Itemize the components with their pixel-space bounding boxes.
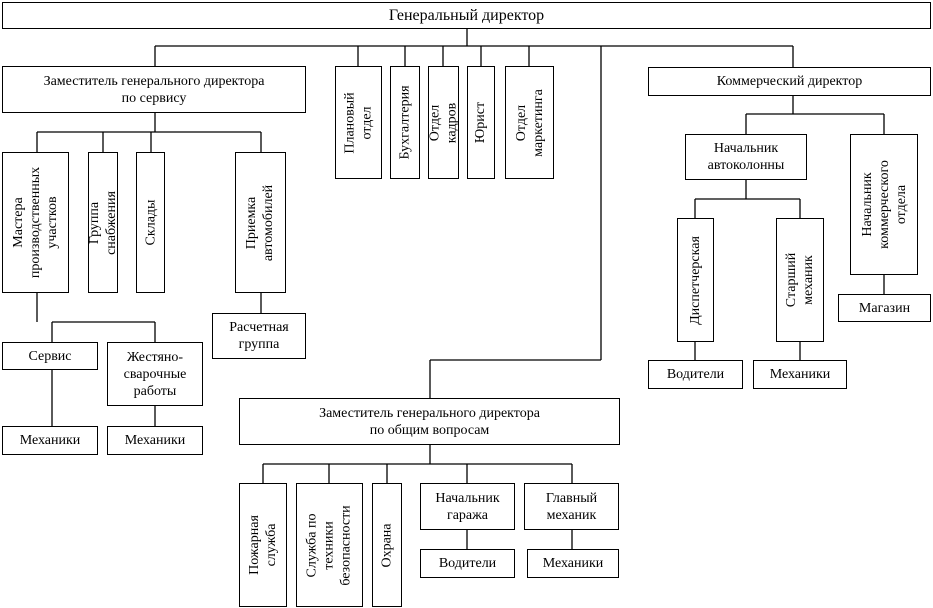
label-planning: Плановый отдел	[342, 91, 375, 154]
label-safety-service: Служба по техники безопасности	[305, 504, 355, 586]
label-drivers-garage: Водители	[438, 556, 497, 571]
box-head-commercial: Начальник коммерческого отдела	[850, 134, 918, 275]
box-planning: Плановый отдел	[335, 66, 382, 179]
label-chief-mechanic: Главный механик	[545, 490, 598, 523]
box-supply: Группа снабжения	[87, 152, 119, 293]
label-mechanics-service: Механики	[19, 433, 81, 448]
box-chief-mechanic: Главный механик	[524, 483, 619, 530]
box-deputy-general: Заместитель генерального директора по об…	[239, 398, 620, 445]
label-marketing: Отдел маркетинга	[513, 88, 546, 157]
label-head-garage: Начальник гаража	[435, 490, 500, 523]
box-store: Магазин	[838, 294, 931, 322]
box-service: Сервис	[2, 342, 98, 370]
label-settlement-group: Расчетная группа	[229, 320, 289, 352]
box-hr: Отдел кадров	[427, 66, 460, 179]
box-settlement-group: Расчетная группа	[212, 313, 306, 359]
box-ceo: Генеральный директор	[2, 2, 931, 29]
box-commercial-director: Коммерческий директор	[648, 67, 931, 96]
label-car-reception: Приемка автомобилей	[244, 184, 277, 261]
box-safety-service: Служба по техники безопасности	[296, 483, 363, 607]
box-marketing: Отдел маркетинга	[505, 66, 554, 179]
label-mechanics-convoy: Механики	[769, 367, 831, 382]
label-mechanics-chief: Механики	[542, 556, 604, 571]
box-mechanics-convoy: Механики	[753, 360, 847, 389]
label-deputy-general: Заместитель генерального директора по об…	[319, 405, 540, 438]
label-hr: Отдел кадров	[427, 102, 460, 143]
box-dispatcher: Диспетчерская	[677, 218, 714, 342]
label-body-welding: Жестяно- сварочные работы	[123, 349, 187, 399]
box-mechanics-body: Механики	[107, 426, 203, 455]
label-dispatcher: Диспетчерская	[688, 235, 704, 325]
label-drivers-convoy: Водители	[666, 367, 725, 382]
box-head-garage: Начальник гаража	[420, 483, 515, 530]
box-drivers-garage: Водители	[420, 549, 515, 578]
label-lawyer: Юрист	[473, 101, 489, 144]
label-warehouses: Склады	[143, 199, 158, 246]
label-commercial-director: Коммерческий директор	[716, 74, 863, 89]
box-mechanics-chief: Механики	[527, 549, 619, 578]
box-body-welding: Жестяно- сварочные работы	[107, 342, 203, 406]
box-masters: Мастера производственных участков	[2, 152, 69, 293]
label-deputy-service: Заместитель генерального директора по се…	[43, 73, 265, 106]
label-head-convoy: Начальник автоколонны	[707, 141, 785, 173]
box-senior-mechanic: Старший механик	[776, 218, 824, 342]
box-drivers-convoy: Водители	[648, 360, 743, 389]
box-car-reception: Приемка автомобилей	[235, 152, 286, 293]
label-head-commercial: Начальник коммерческого отдела	[859, 160, 909, 249]
label-ceo: Генеральный директор	[388, 7, 545, 24]
label-security: Охрана	[379, 522, 395, 568]
box-warehouses: Склады	[136, 152, 165, 293]
label-accounting: Бухгалтерия	[397, 85, 413, 160]
box-security: Охрана	[372, 483, 402, 607]
label-service: Сервис	[28, 348, 72, 364]
label-senior-mechanic: Старший механик	[784, 252, 817, 308]
label-store: Магазин	[858, 300, 911, 316]
box-head-convoy: Начальник автоколонны	[685, 134, 807, 180]
label-fire-service: Пожарная служба	[247, 515, 280, 575]
box-accounting: Бухгалтерия	[390, 66, 420, 179]
label-masters: Мастера производственных участков	[11, 166, 60, 279]
box-mechanics-service: Механики	[2, 426, 98, 455]
label-mechanics-body: Механики	[124, 433, 186, 448]
label-supply: Группа снабжения	[87, 190, 119, 255]
box-fire-service: Пожарная служба	[239, 483, 287, 607]
box-lawyer: Юрист	[467, 66, 495, 179]
box-deputy-service: Заместитель генерального директора по се…	[2, 66, 306, 113]
